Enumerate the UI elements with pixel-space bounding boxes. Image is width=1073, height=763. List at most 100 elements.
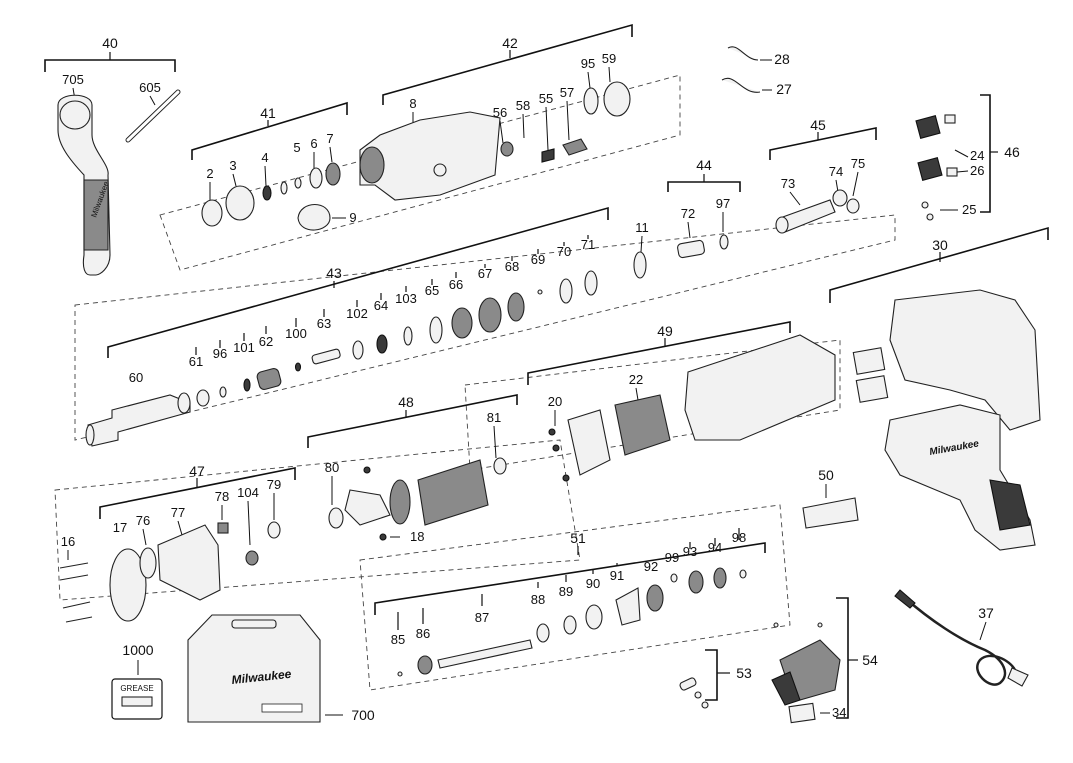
label-102: 102 (346, 306, 368, 321)
label-3: 3 (229, 158, 236, 173)
label-91: 91 (610, 568, 624, 583)
label-2: 2 (206, 166, 213, 181)
part-68 (507, 292, 525, 322)
part-100 (294, 362, 302, 372)
label-plate-a (852, 347, 886, 375)
label-65: 65 (425, 283, 439, 298)
part-75 (846, 198, 860, 214)
label-95: 95 (581, 56, 595, 71)
label-51: 51 (570, 530, 586, 546)
grease-label: GREASE (120, 684, 153, 693)
label-37: 37 (978, 605, 994, 621)
part-50: 50 (802, 467, 859, 529)
label-plate-b (855, 375, 889, 403)
part-69 (537, 289, 543, 295)
label-80: 80 (325, 460, 339, 475)
part-74 (832, 189, 848, 207)
label-40: 40 (102, 35, 118, 51)
label-100: 100 (285, 326, 307, 341)
part-86 (417, 655, 433, 675)
cord-line (904, 597, 1017, 686)
cord-plug (1007, 667, 1029, 687)
label-4: 4 (261, 150, 268, 165)
armature-fan-plate (344, 489, 391, 526)
label-47: 47 (189, 463, 205, 479)
part-4 (262, 185, 272, 201)
label-50: 50 (818, 467, 834, 483)
armature-fan (389, 479, 411, 525)
label-45: 45 (810, 117, 826, 133)
label-88: 88 (531, 592, 545, 607)
label-73: 73 (781, 176, 795, 191)
part-24-brush (944, 114, 956, 124)
side-handle-clamp-ring (59, 100, 91, 130)
part-67 (478, 297, 502, 333)
armature-core (417, 459, 489, 526)
label-103: 103 (395, 291, 417, 306)
part-25b (926, 213, 934, 221)
label-92: 92 (644, 559, 658, 574)
label-34: 34 (832, 705, 846, 720)
switch-trigger (771, 671, 801, 706)
label-43: 43 (326, 265, 342, 281)
assembly-outline-49 (464, 339, 841, 471)
part-3 (225, 185, 255, 221)
carry-case (187, 614, 321, 723)
part-79 (267, 521, 281, 539)
part-97 (719, 234, 729, 250)
part-9 (297, 204, 331, 231)
part-37-cord: 37 (894, 589, 1029, 687)
label-42: 42 (502, 35, 518, 51)
label-11: 11 (635, 220, 649, 235)
label-16: 16 (61, 534, 75, 549)
part-85 (397, 671, 403, 677)
part-11 (633, 251, 647, 279)
part-59 (603, 81, 631, 117)
part-81 (493, 457, 507, 475)
part-5a (280, 181, 288, 195)
label-63: 63 (317, 316, 331, 331)
label-104: 104 (237, 485, 259, 500)
part-95 (583, 87, 599, 115)
label-46: 46 (1004, 144, 1020, 160)
part-94 (713, 567, 727, 589)
group-51-shaft: 51 85 86 87 88 89 90 91 92 93 94 98 99 (374, 528, 766, 677)
part-99 (670, 573, 678, 583)
label-71: 71 (581, 237, 595, 252)
part-96 (219, 386, 227, 398)
part-24-holder (915, 115, 941, 139)
part-5 (294, 177, 302, 189)
label-86: 86 (416, 626, 430, 641)
label-97: 97 (716, 196, 730, 211)
part-62 (256, 368, 282, 390)
part-103 (403, 326, 413, 346)
label-96: 96 (213, 346, 227, 361)
label-61: 61 (189, 354, 203, 369)
part-104 (245, 550, 259, 566)
part-80 (328, 507, 344, 529)
part-78 (217, 522, 229, 534)
part-77-gear-case (157, 524, 221, 601)
part-28 (727, 46, 759, 61)
label-66: 66 (449, 277, 463, 292)
part-76 (139, 547, 157, 579)
part-98 (739, 569, 747, 579)
part-66 (451, 307, 473, 339)
label-700: 700 (351, 707, 375, 723)
assembly-outline-43 (74, 214, 896, 441)
label-62: 62 (259, 334, 273, 349)
group-48-armature: 48 80 81 18 (307, 394, 518, 544)
label-93: 93 (683, 544, 697, 559)
label-64: 64 (374, 298, 388, 313)
part-56 (500, 141, 514, 157)
case-label (261, 703, 303, 713)
label-55: 55 (539, 91, 553, 106)
label-9: 9 (349, 210, 356, 225)
part-25a (921, 201, 929, 209)
label-57: 57 (560, 85, 574, 100)
group-30-housing: 30 Milwaukee (829, 226, 1049, 551)
label-76: 76 (136, 513, 150, 528)
label-44: 44 (696, 157, 712, 173)
part-93 (688, 570, 704, 594)
